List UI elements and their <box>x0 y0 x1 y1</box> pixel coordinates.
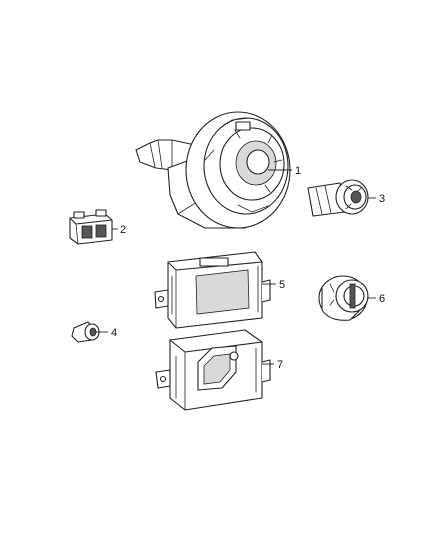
callout-3: 3 <box>379 193 385 205</box>
callout-7: 7 <box>277 359 283 371</box>
part-7-module[interactable] <box>155 329 271 411</box>
part-2-switch[interactable] <box>69 209 113 245</box>
callout-2: 2 <box>120 224 126 236</box>
callout-4: 4 <box>111 327 117 339</box>
part-3-switch[interactable] <box>307 179 369 217</box>
callout-1: 1 <box>295 165 301 177</box>
part-1-clockspring-switch[interactable] <box>135 111 291 229</box>
callout-5: 5 <box>279 279 285 291</box>
part-4-sensor[interactable] <box>71 321 100 343</box>
part-6-headlamp-switch[interactable] <box>318 275 369 321</box>
callout-6: 6 <box>379 293 385 305</box>
part-5-module[interactable] <box>154 251 271 329</box>
